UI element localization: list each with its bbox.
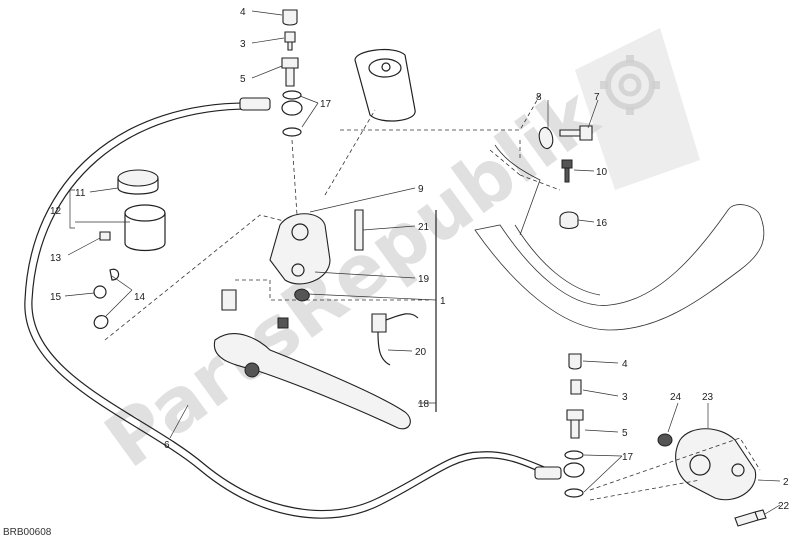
pushrod — [354, 209, 364, 251]
hose-fitting-top — [239, 97, 271, 111]
label-18: 18 — [418, 399, 430, 410]
label-16: 16 — [596, 218, 608, 229]
drawing-code: BRB00608 — [3, 527, 52, 538]
reservoir-diaphragm — [124, 204, 166, 222]
label-5-bottom: 5 — [622, 428, 628, 439]
slave-bolt — [734, 509, 767, 527]
banjo-bolt — [281, 57, 299, 87]
pivot-bushing — [538, 127, 554, 149]
bracket-12 — [69, 189, 75, 229]
label-15: 15 — [50, 292, 62, 303]
banjo-fitting-lower — [563, 462, 585, 478]
label-2: 2 — [783, 477, 789, 488]
reservoir-bracket — [354, 49, 416, 122]
hose-clamp — [93, 314, 109, 330]
label-4-bottom: 4 — [622, 359, 628, 370]
copper-washer-upper — [282, 90, 302, 100]
banjo-washer-lower-a — [564, 450, 584, 460]
label-20: 20 — [415, 347, 427, 358]
label-4-top: 4 — [240, 7, 246, 18]
pivot-pin — [294, 288, 310, 302]
reservoir-hose-stub — [99, 231, 111, 241]
label-7: 7 — [594, 92, 600, 103]
reservoir-cap — [117, 169, 159, 187]
clutch-hose — [24, 102, 551, 519]
label-1: 1 — [440, 296, 446, 307]
label-5-top: 5 — [240, 74, 246, 85]
hose-clip — [93, 285, 107, 299]
banjo-bolt-lower — [566, 409, 584, 439]
watermark-text: PartsRepublik — [90, 71, 614, 485]
label-17-top: 17 — [320, 99, 332, 110]
bleed-valve — [284, 31, 296, 51]
hose-fitting-bottom — [534, 466, 562, 480]
label-6: 6 — [164, 440, 170, 451]
bleed-cap-lower — [568, 353, 582, 370]
clutch-switch — [371, 313, 387, 333]
lever-nut — [277, 317, 289, 329]
slave-cylinder — [675, 428, 757, 501]
label-8: 8 — [536, 92, 542, 103]
label-11: 11 — [75, 188, 86, 199]
label-3-top: 3 — [240, 39, 246, 50]
watermark-flag-shape — [575, 28, 700, 190]
pivot-screw — [559, 125, 593, 141]
copper-washer-lower — [282, 127, 302, 137]
label-22: 22 — [778, 501, 790, 512]
label-17-bottom: 17 — [622, 452, 634, 463]
fluid-reservoir — [124, 213, 166, 252]
bleed-cap — [282, 9, 298, 26]
label-24: 24 — [670, 392, 682, 403]
slave-seal — [657, 433, 673, 447]
label-3-bottom: 3 — [622, 392, 628, 403]
rubber-grommet — [559, 211, 579, 230]
leader-lines — [64, 10, 781, 515]
bleed-valve-lower — [570, 379, 582, 395]
label-14: 14 — [134, 292, 146, 303]
cap-screw — [561, 159, 573, 183]
label-23: 23 — [702, 392, 714, 403]
label-12: 12 — [50, 206, 62, 217]
spacer-bushing — [221, 289, 237, 311]
label-21: 21 — [418, 222, 430, 233]
label-13: 13 — [50, 253, 62, 264]
master-cylinder-body — [269, 213, 331, 285]
banjo-washer-lower-b — [564, 488, 584, 498]
part-labels: 4 3 5 17 8 7 10 16 11 12 13 15 14 9 21 1… — [50, 7, 790, 512]
gear-watermark-icon — [600, 55, 660, 115]
banjo-fitting — [281, 100, 303, 116]
label-19: 19 — [418, 274, 430, 285]
label-10: 10 — [596, 167, 608, 178]
handlebar-bracket-outline — [474, 204, 765, 331]
label-9: 9 — [418, 184, 424, 195]
